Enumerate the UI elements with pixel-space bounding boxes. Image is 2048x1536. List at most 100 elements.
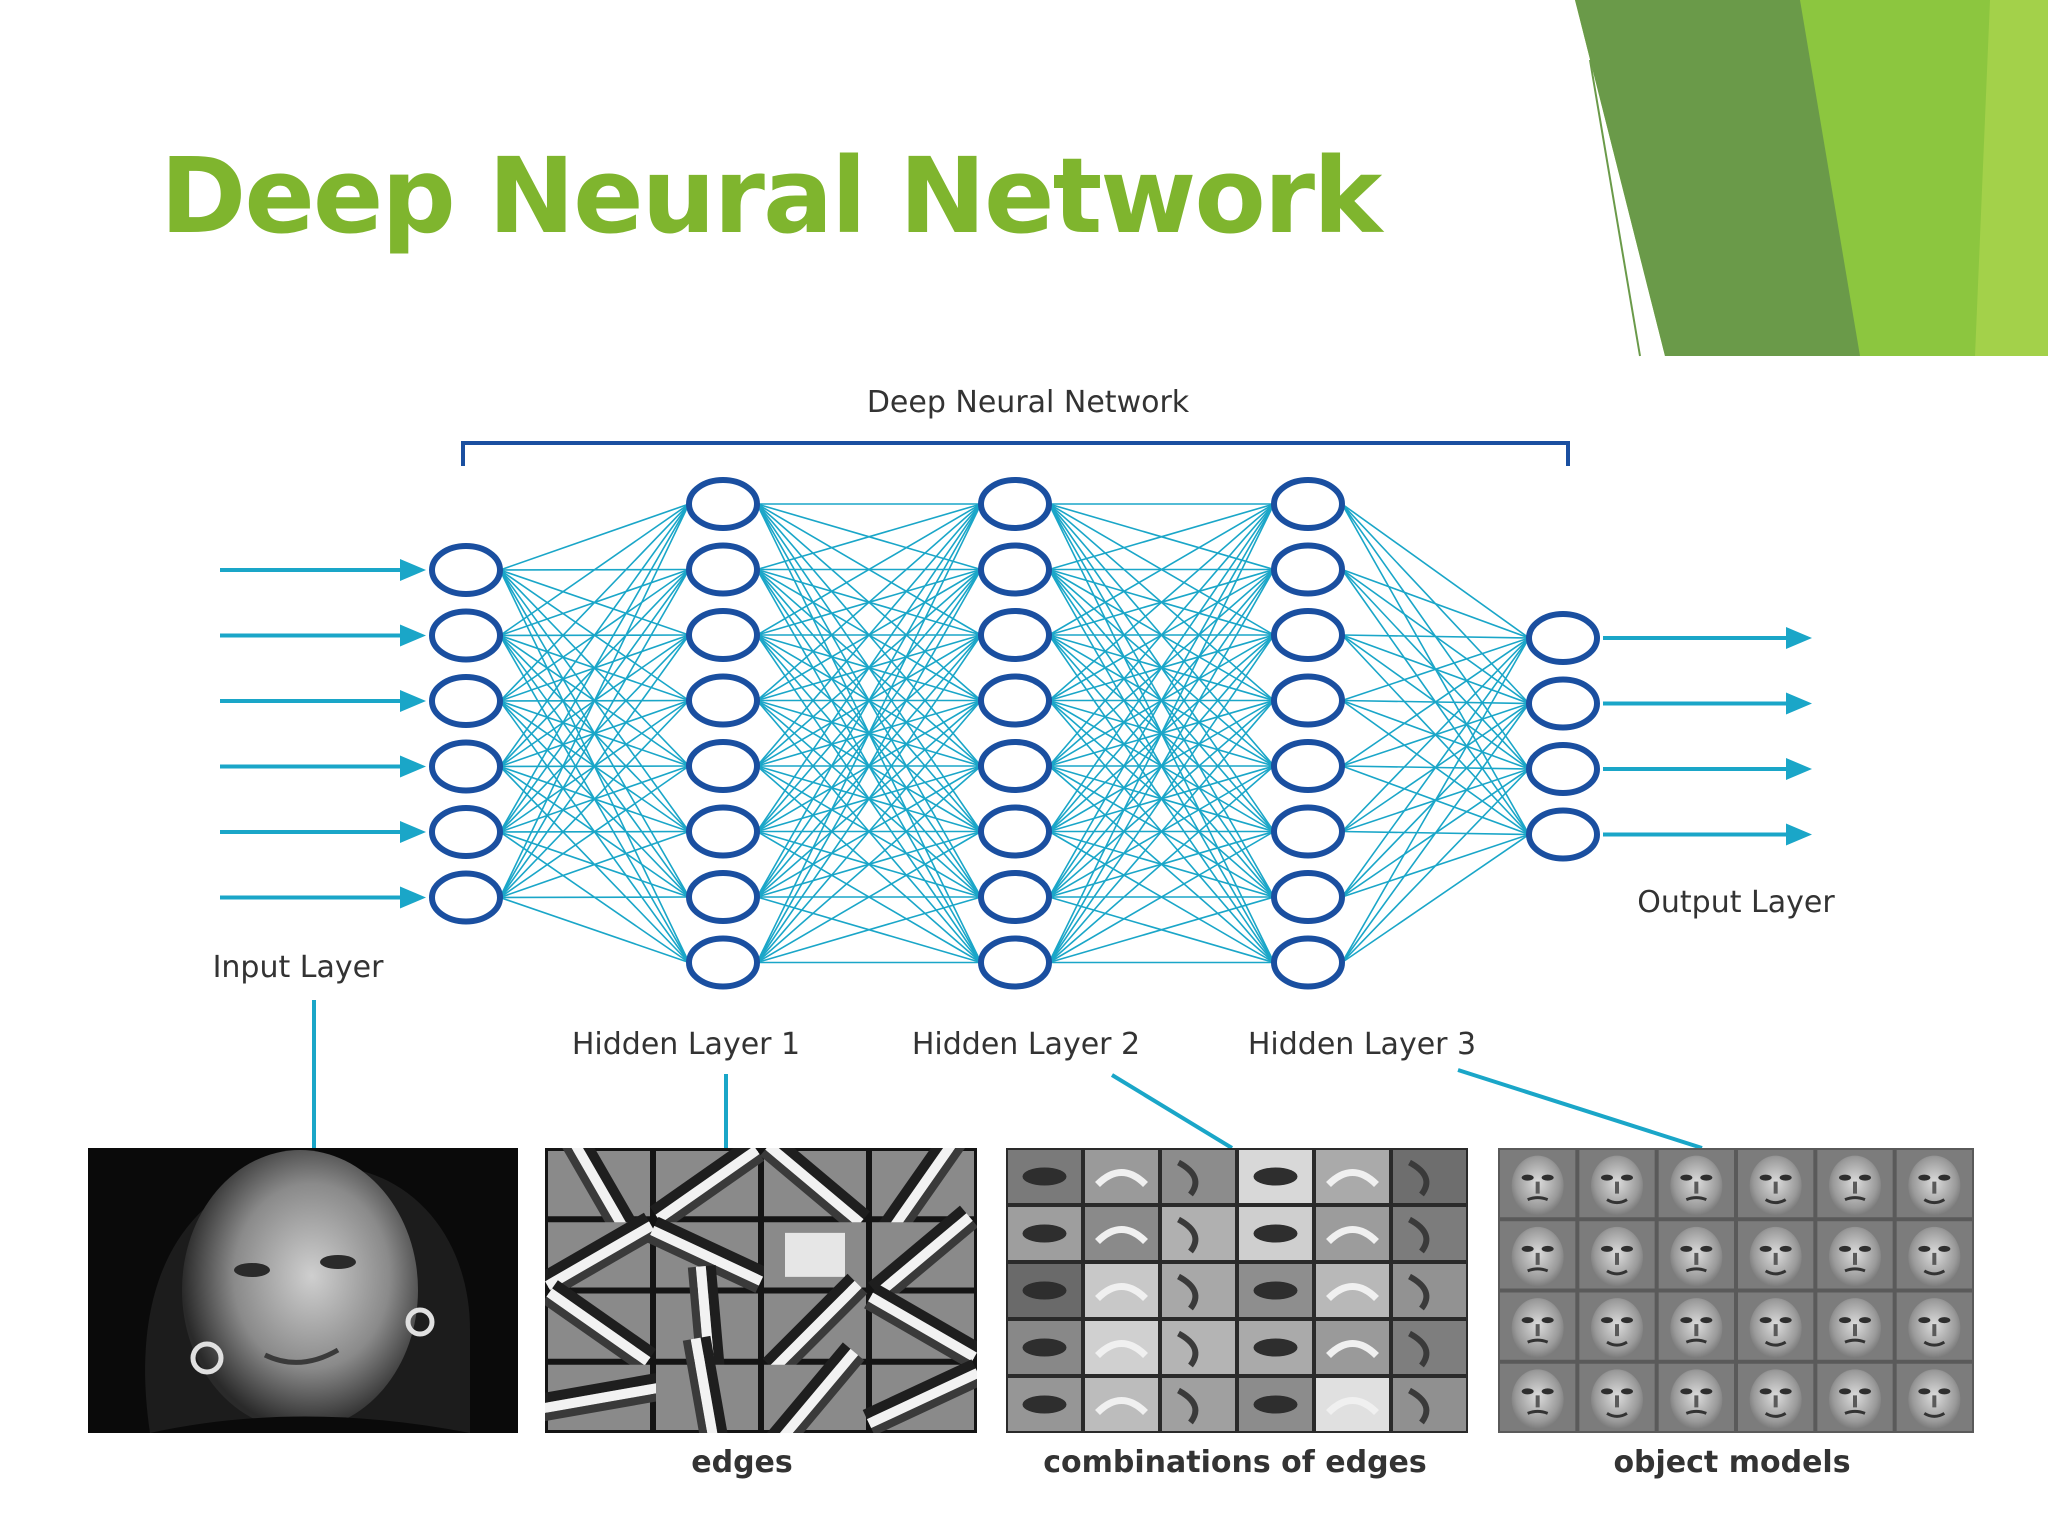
input-layer-label: Input Layer <box>213 950 385 985</box>
combo-feature-28 <box>1316 1378 1389 1431</box>
connection-l0-3-0 <box>499 503 690 767</box>
connection-l3-7-0 <box>1341 637 1530 963</box>
combo-feature-16 <box>1316 1264 1389 1317</box>
combo-shape-25 <box>1095 1397 1148 1416</box>
connection-l3-5-0 <box>1341 637 1530 833</box>
node-layer3-0 <box>1271 477 1345 531</box>
input-arrow-3 <box>220 755 426 778</box>
edge-stripes-14 <box>765 1342 865 1433</box>
combinations-label: combinations of edges <box>1043 1445 1427 1480</box>
combo-shape-14 <box>1176 1273 1199 1311</box>
node-layer3-1 <box>1271 542 1345 597</box>
connection-l3-4-0 <box>1341 637 1530 767</box>
connection-l0-1-0 <box>499 503 690 637</box>
combo-shape-10 <box>1326 1226 1379 1245</box>
combo-shape-23 <box>1407 1330 1430 1368</box>
node-layer2-2 <box>978 608 1052 662</box>
input-arrow-5 <box>220 886 426 909</box>
combo-shape-8 <box>1176 1216 1199 1254</box>
combo-shape-21 <box>1253 1338 1298 1357</box>
connection-l0-5-7 <box>499 896 690 964</box>
hidden-layer-3-label: Hidden Layer 3 <box>1248 1027 1476 1062</box>
earring-right <box>405 1307 435 1337</box>
edge-stripes-13 <box>682 1335 732 1433</box>
combo-shape-28 <box>1326 1397 1379 1416</box>
shoulder-shape <box>150 1416 470 1433</box>
combo-shape-20 <box>1176 1330 1199 1368</box>
node-layer1-6 <box>686 870 760 924</box>
object-models-panel <box>1498 1148 1974 1433</box>
input-image-panel <box>88 1148 518 1433</box>
node-layer2-0 <box>978 477 1052 531</box>
node-layer4-3 <box>1526 807 1600 862</box>
hidden-layer-2-label: Hidden Layer 2 <box>912 1027 1140 1062</box>
connection-l2-5-0 <box>1048 503 1275 832</box>
connection-l2-7-2 <box>1048 634 1275 963</box>
node-layer0-0 <box>429 543 503 597</box>
connection-l1-7-1 <box>756 569 982 963</box>
combo-feature-7 <box>1085 1207 1158 1260</box>
connection-l3-0-0 <box>1341 503 1530 639</box>
combo-shape-5 <box>1407 1159 1430 1197</box>
connector-hidden-3 <box>1457 1068 1703 1150</box>
connection-l2-1-0 <box>1048 503 1275 571</box>
connection-l1-2-0 <box>756 503 982 636</box>
connection-l2-4-0 <box>1048 503 1275 767</box>
nodes <box>429 477 1600 990</box>
combo-feature-22 <box>1316 1321 1389 1374</box>
node-layer2-6 <box>978 870 1052 924</box>
connection-l1-7-6 <box>756 896 982 964</box>
connection-l3-7-1 <box>1341 703 1530 963</box>
combo-feature-13 <box>1085 1264 1158 1317</box>
connection-l1-6-0 <box>756 503 982 898</box>
edge-stripes-15 <box>862 1359 977 1433</box>
combo-feature-5 <box>1393 1150 1466 1203</box>
output-arrow-1 <box>1603 692 1812 715</box>
node-layer0-3 <box>429 739 503 794</box>
node-layer3-7 <box>1271 935 1345 990</box>
output-arrow-2 <box>1603 758 1812 780</box>
corner-decoration <box>1575 0 2048 357</box>
input-arrow-0 <box>220 559 426 581</box>
node-layer0-1 <box>429 608 503 663</box>
combo-feature-25 <box>1085 1378 1158 1431</box>
connection-l3-7-2 <box>1341 768 1530 964</box>
node-layer2-1 <box>978 542 1052 597</box>
node-layer2-4 <box>978 739 1052 793</box>
node-layer4-1 <box>1526 676 1600 731</box>
connection-l1-7-0 <box>756 503 982 963</box>
connection-l3-7-3 <box>1341 833 1530 964</box>
network-label: Deep Neural Network <box>867 385 1190 420</box>
node-layer4-2 <box>1526 742 1600 796</box>
edge-stripes-3 <box>877 1148 969 1241</box>
combo-feature-2 <box>1162 1150 1235 1203</box>
connection-l2-7-6 <box>1048 896 1275 964</box>
edge-stripes-12 <box>545 1373 661 1422</box>
network-bracket: Deep Neural Network <box>461 385 1570 466</box>
combo-feature-10 <box>1316 1207 1389 1260</box>
connection-l2-2-0 <box>1048 503 1275 636</box>
eye-right <box>320 1255 356 1269</box>
combo-feature-14 <box>1162 1264 1235 1317</box>
object-models-label: object models <box>1613 1445 1850 1480</box>
node-layer3-4 <box>1271 739 1345 793</box>
hidden-layer-1-label: Hidden Layer 1 <box>572 1027 800 1062</box>
combo-shape-11 <box>1407 1216 1430 1254</box>
combo-shape-0 <box>1022 1167 1067 1186</box>
combo-feature-23 <box>1393 1321 1466 1374</box>
combo-shape-15 <box>1253 1281 1298 1300</box>
connection-l2-7-3 <box>1048 699 1275 964</box>
node-layer1-0 <box>686 477 760 531</box>
combo-shape-18 <box>1022 1338 1067 1357</box>
node-layer1-5 <box>686 804 760 859</box>
edge-stripes-1 <box>649 1148 765 1230</box>
face-shape <box>182 1150 418 1430</box>
bracket-line <box>461 441 1570 466</box>
edge-stripes-2 <box>760 1148 870 1233</box>
connection-l3-6-0 <box>1341 637 1530 898</box>
combo-feature-29 <box>1393 1378 1466 1431</box>
node-layer3-5 <box>1271 804 1345 859</box>
node-layer1-1 <box>686 542 760 597</box>
combo-feature-20 <box>1162 1321 1235 1374</box>
eye-left <box>234 1263 270 1277</box>
